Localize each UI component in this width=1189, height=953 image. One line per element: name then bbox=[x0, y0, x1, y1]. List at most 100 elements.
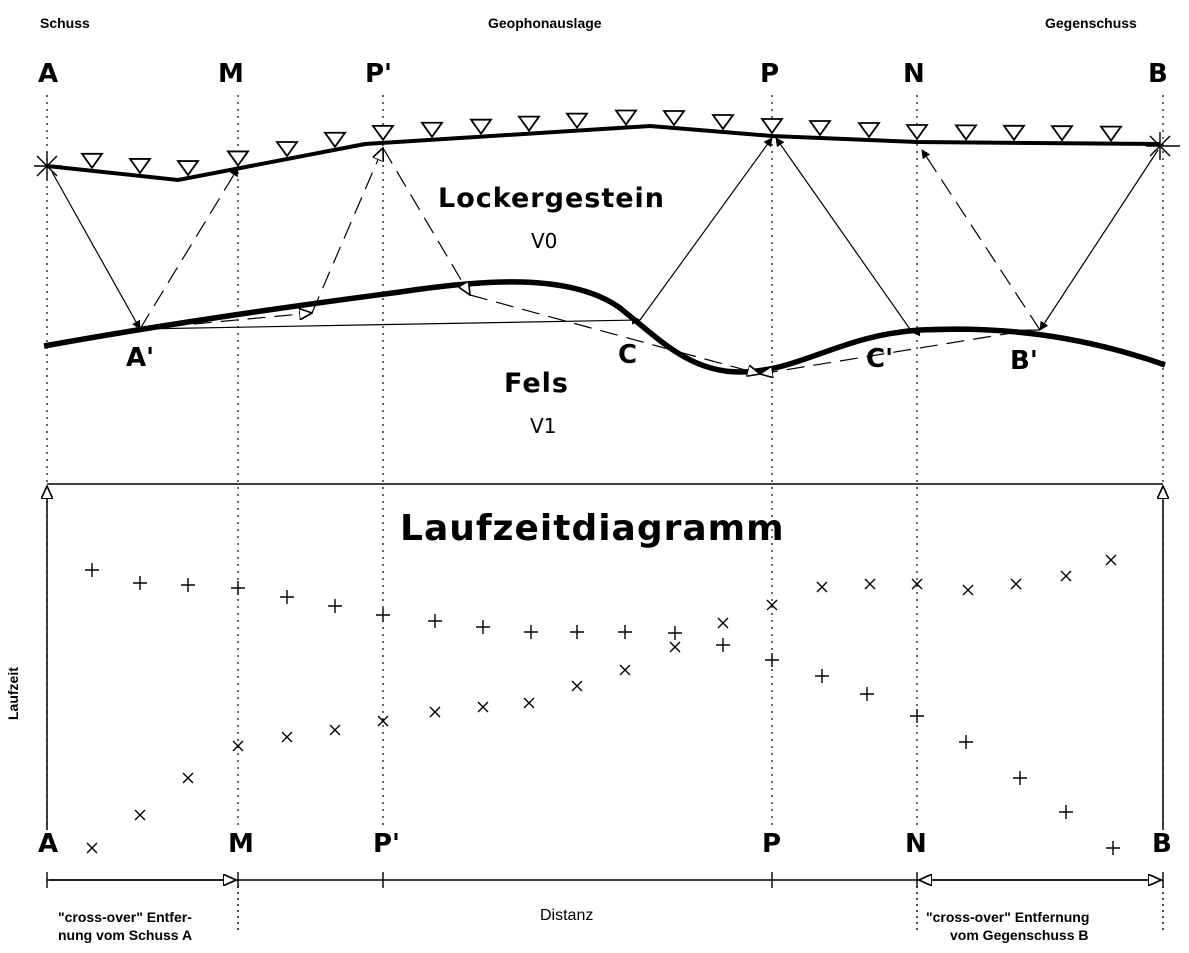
point-label-b-top: B bbox=[1148, 59, 1168, 89]
traveltime-forward-point bbox=[910, 709, 924, 723]
traveltime-reverse-point bbox=[911, 578, 923, 590]
traveltime-reverse-point bbox=[329, 724, 341, 736]
distance-axis-label: Distanz bbox=[540, 907, 593, 924]
point-label-m-bottom: M bbox=[228, 829, 254, 859]
traveltime-reverse-point bbox=[669, 641, 681, 653]
ray-refracted-a-to-c bbox=[139, 315, 641, 330]
distance-axis bbox=[46, 872, 1164, 930]
traveltime-reverse-series bbox=[86, 554, 1117, 854]
traveltime-reverse-point bbox=[232, 740, 244, 752]
traveltime-forward-point bbox=[1013, 771, 1027, 785]
traveltime-forward-point bbox=[1106, 841, 1120, 855]
reverse-shot-label: Gegenschuss bbox=[1045, 15, 1137, 31]
traveltime-forward-point bbox=[1059, 805, 1073, 819]
point-label-c-prime: C' bbox=[866, 344, 893, 374]
geophone-icon bbox=[1050, 125, 1074, 142]
ray-paths bbox=[51, 137, 1159, 374]
point-label-n-top: N bbox=[903, 59, 925, 89]
traveltime-reverse-point bbox=[1060, 570, 1072, 582]
geophone-row bbox=[80, 109, 1123, 177]
point-label-p-top: P bbox=[760, 59, 779, 89]
geophone-icon bbox=[760, 118, 784, 135]
ray-c-to-p bbox=[639, 137, 773, 321]
traveltime-reverse-point bbox=[281, 731, 293, 743]
ray-b-down bbox=[1039, 149, 1159, 331]
traveltime-forward-point bbox=[765, 653, 779, 667]
geophone-icon bbox=[275, 141, 299, 158]
ray-head-wave-2 bbox=[469, 294, 760, 374]
traveltime-forward-point bbox=[570, 625, 584, 639]
traveltime-forward-point bbox=[618, 625, 632, 639]
shot-label: Schuss bbox=[40, 15, 90, 31]
traveltime-forward-point bbox=[181, 578, 195, 592]
crossover-right-note-line2: vom Gegenschuss B bbox=[950, 927, 1089, 943]
geophone-icon bbox=[323, 131, 347, 149]
traveltime-reverse-point bbox=[523, 697, 535, 709]
traveltime-forward-point bbox=[428, 614, 442, 628]
shot-point-b-icon bbox=[1146, 132, 1180, 160]
ray-p-prime-down bbox=[382, 147, 470, 295]
traveltime-reverse-point bbox=[1105, 554, 1117, 566]
ray-up-to-p-prime bbox=[311, 148, 383, 314]
traveltime-reverse-point bbox=[571, 680, 583, 692]
traveltime-forward-point bbox=[716, 638, 730, 652]
geophone-icon bbox=[226, 150, 250, 167]
geophone-icon bbox=[808, 120, 832, 137]
point-label-c: C bbox=[618, 340, 637, 370]
traveltime-reverse-point bbox=[816, 581, 828, 593]
ray-b-prime-to-n bbox=[921, 149, 1041, 331]
traveltime-forward-point bbox=[860, 687, 874, 701]
traveltime-reverse-point bbox=[134, 809, 146, 821]
traveltime-forward-point bbox=[328, 599, 342, 613]
traveltime-reverse-point bbox=[182, 772, 194, 784]
time-axis-label: Laufzeit bbox=[5, 667, 21, 720]
geophone-icon bbox=[1002, 124, 1026, 142]
bedrock-interface-line bbox=[43, 279, 1166, 375]
traveltime-forward-point bbox=[231, 581, 245, 595]
geophone-icon bbox=[954, 124, 978, 141]
geophone-icon bbox=[469, 118, 493, 136]
point-label-p-bottom: P bbox=[762, 829, 781, 859]
lower-layer-velocity: V1 bbox=[530, 414, 556, 438]
crossover-left-note-line1: "cross-over" Entfer- bbox=[58, 909, 192, 925]
point-label-b-prime: B' bbox=[1010, 346, 1038, 376]
crossover-left-note-line2: nung vom Schuss A bbox=[58, 927, 192, 943]
ray-refracted-b-to-c-prime bbox=[911, 327, 1041, 337]
ray-a-down bbox=[51, 171, 141, 330]
point-label-a-bottom: A bbox=[38, 829, 58, 859]
traveltime-reverse-point bbox=[86, 842, 98, 854]
traveltime-reverse-point bbox=[717, 617, 729, 629]
point-label-m-top: M bbox=[218, 59, 244, 89]
ground-surface-line bbox=[46, 123, 1161, 183]
traveltime-forward-series bbox=[85, 563, 1120, 855]
upper-layer-name: Lockergestein bbox=[438, 183, 665, 214]
diagram-title: Laufzeitdiagramm bbox=[400, 508, 785, 549]
traveltime-forward-point bbox=[133, 576, 147, 590]
geophone-icon bbox=[565, 112, 589, 130]
traveltime-forward-point bbox=[959, 735, 973, 749]
diagram-frame bbox=[47, 483, 1163, 830]
lower-layer-name: Fels bbox=[504, 368, 569, 399]
traveltime-forward-point bbox=[524, 625, 538, 639]
point-label-n-bottom: N bbox=[905, 829, 927, 859]
geophone-icon bbox=[128, 158, 152, 175]
upper-layer-velocity: V0 bbox=[531, 229, 557, 253]
point-label-p-prime-bottom: P' bbox=[373, 829, 400, 859]
ray-c-prime-to-p bbox=[775, 137, 913, 333]
traveltime-reverse-point bbox=[619, 664, 631, 676]
traveltime-reverse-point bbox=[864, 578, 876, 590]
traveltime-reverse-point bbox=[377, 715, 389, 727]
traveltime-reverse-point bbox=[766, 599, 778, 611]
geophone-icon bbox=[857, 122, 881, 139]
traveltime-forward-point bbox=[85, 563, 99, 577]
traveltime-forward-point bbox=[668, 626, 682, 640]
geophone-icon bbox=[711, 114, 735, 131]
ray-head-wave-1 bbox=[139, 313, 312, 330]
point-label-a-top: A bbox=[38, 59, 58, 89]
crossover-right-note-line1: "cross-over" Entfernung bbox=[926, 909, 1089, 925]
traveltime-forward-point bbox=[815, 669, 829, 683]
ray-head-wave-3 bbox=[760, 329, 1031, 374]
traveltime-reverse-point bbox=[429, 706, 441, 718]
